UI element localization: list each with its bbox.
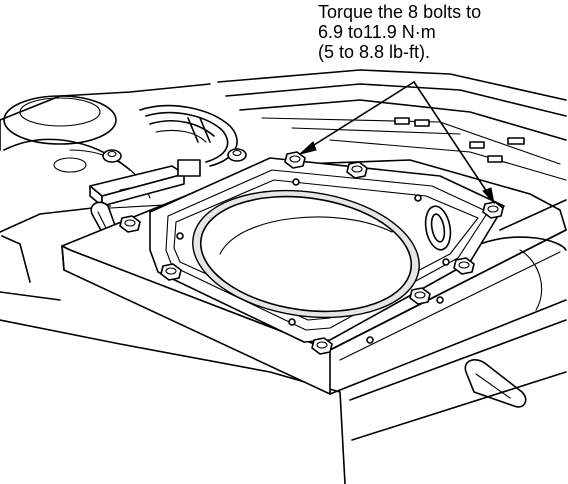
bolt-icon [311,337,333,355]
flange-bolts [119,151,504,355]
background-bolts [102,148,247,163]
right-bracket [349,199,567,441]
bolt-icon [102,149,122,163]
bolt-icon [453,257,475,275]
bolt-icon [284,151,306,169]
bolt-icon [482,201,504,219]
callout-leaders [299,81,495,205]
callout-line-1: Torque the 8 bolts to [318,2,482,22]
plate-holes [176,178,450,344]
bolt-icon [409,287,431,305]
wiring-harness [139,104,238,167]
torque-callout: Torque the 8 bolts to 6.9 to11.9 N·m (5 … [318,2,564,62]
callout-line-2: 6.9 to11.9 N·m [318,22,436,42]
callout-line-3: (5 to 8.8 lb-ft). [318,42,431,62]
bolt-icon [346,161,368,179]
bolt-icon [119,215,141,233]
upper-rails [217,69,567,181]
electrical-connector [89,159,201,207]
plate-vent [424,205,452,251]
bolt-icon [227,148,247,162]
pump-opening [192,189,420,319]
bolt-icon [160,263,182,281]
